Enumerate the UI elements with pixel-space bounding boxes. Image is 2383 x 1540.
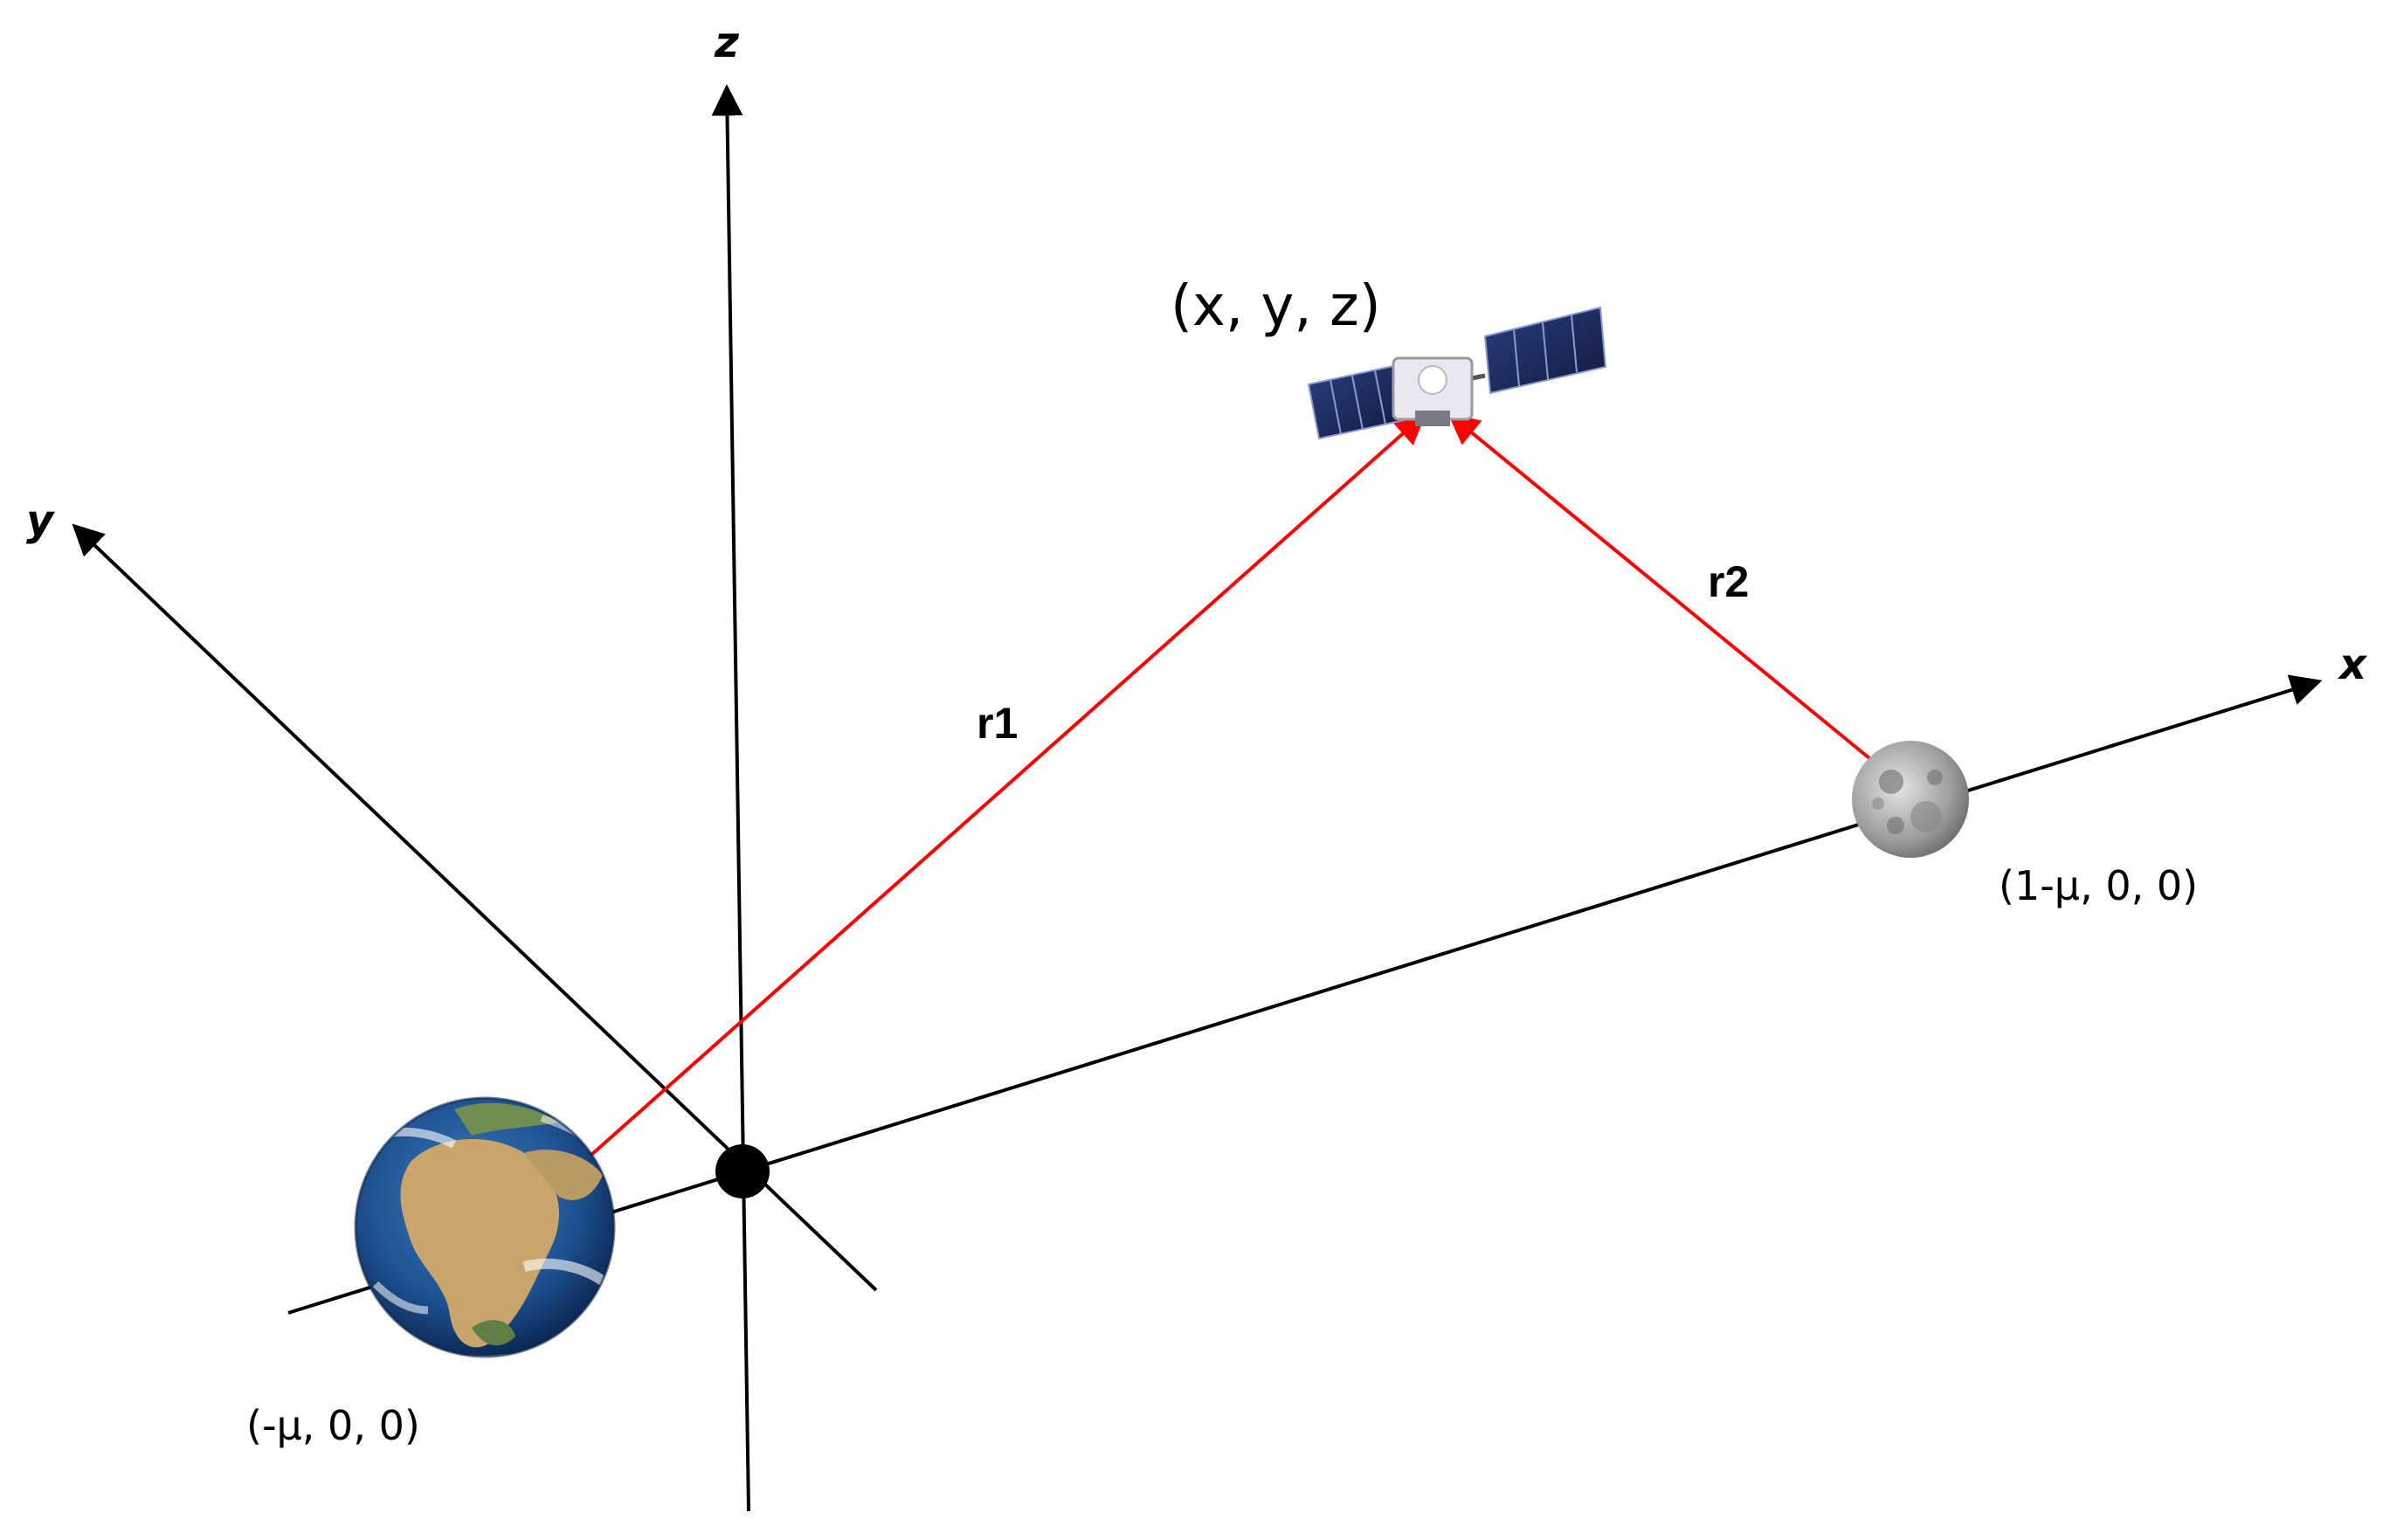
z-axis-label: z [714, 18, 740, 67]
moon-icon [1852, 741, 1969, 858]
r2-vector [1447, 412, 1871, 760]
r1-label: r1 [977, 699, 1018, 748]
x-axis [287, 674, 2323, 1315]
satellite-icon [1307, 306, 1607, 440]
r2-label: r2 [1708, 557, 1749, 606]
x-axis-label: x [2338, 640, 2368, 689]
earth-icon [354, 1096, 616, 1358]
origin-point [715, 1144, 770, 1198]
moon-coord-label: (1-μ, 0, 0) [1999, 862, 2198, 909]
satellite-coord-label: (x, y, z) [1171, 274, 1381, 339]
y-axis-label: y [26, 496, 55, 545]
earth-coord-label: (-μ, 0, 0) [246, 1402, 420, 1449]
z-axis [711, 84, 750, 1512]
r1-vector [582, 412, 1426, 1164]
